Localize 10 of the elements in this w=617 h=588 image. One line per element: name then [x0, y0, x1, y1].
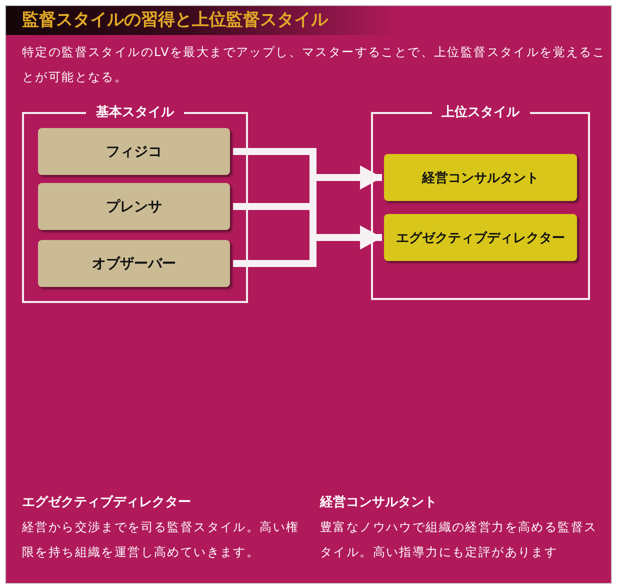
section-heading: 経営コンサルタント	[320, 494, 438, 511]
intro-text: 特定の監督スタイルのLVを最大までアップし、マスターすることで、上位監督スタイルを覚えることが可能となる。	[22, 44, 607, 86]
style-box: 経営コンサルタント	[384, 154, 577, 201]
style-box: オブザーバー	[38, 240, 230, 287]
section-text: 豊富なノウハウで組織の経営力を高める監督スタイル。高い指導力にも定評があります	[320, 519, 598, 561]
section-text: 経営から交渉までを司る監督スタイル。高い権限を持ち組織を運営し高めていきます。	[22, 519, 300, 561]
style-box: フィジコ	[38, 128, 230, 175]
style-box: プレンサ	[38, 183, 230, 230]
section-heading: エグゼクティブディレクター	[22, 494, 192, 511]
style-box: エグゼクティブディレクター	[384, 214, 577, 261]
